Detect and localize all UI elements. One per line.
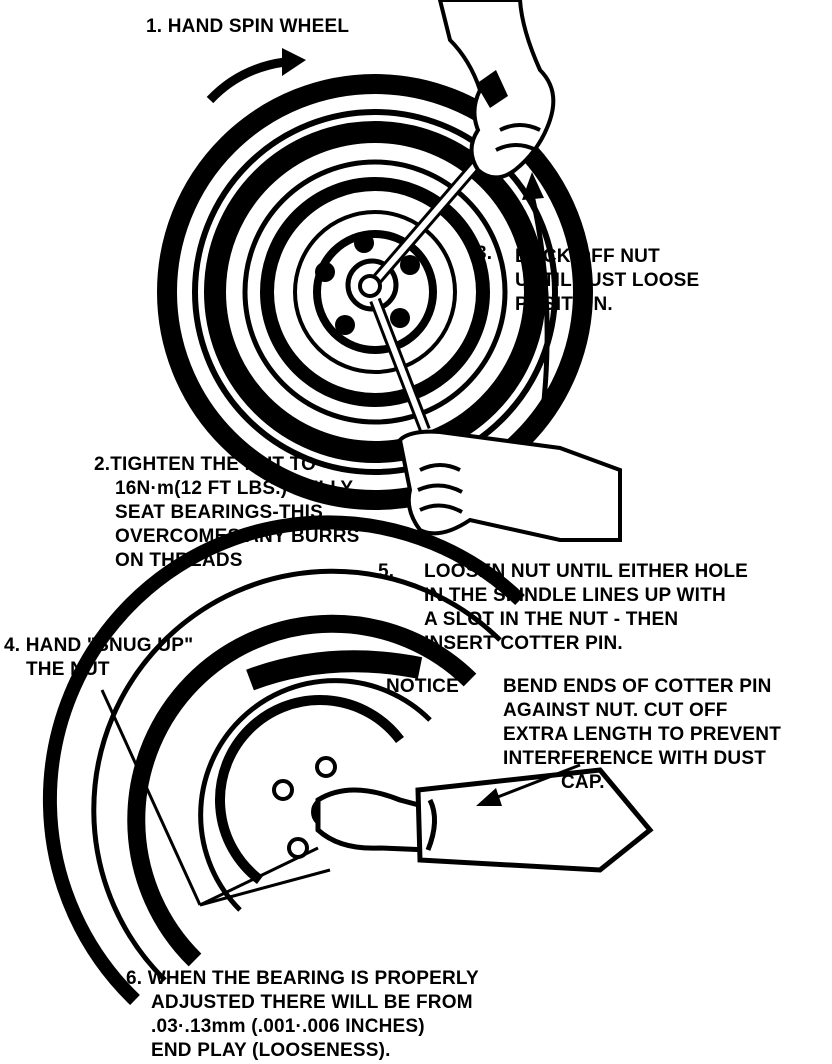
top-lug-nuts — [315, 233, 420, 335]
step-5-number: 5. — [378, 560, 394, 584]
step-5-line: INSERT COTTER PIN. — [424, 633, 623, 654]
bottom-hand-with-tool — [315, 767, 654, 873]
step-5-label: LOOSEN NUT UNTIL EITHER HOLE IN THE SPIN… — [424, 560, 748, 656]
bottom-wheel — [42, 515, 525, 1006]
notice-heading: NOTICE — [386, 676, 459, 697]
step-4-label: 4. HAND "SNUG UP" THE NUT — [4, 634, 193, 682]
notice-line: EXTRA LENGTH TO PREVENT — [503, 724, 782, 745]
notice-line: CAP. — [561, 772, 605, 793]
step-3-num: 3. — [476, 243, 493, 264]
step-6-line: 6. WHEN THE BEARING IS PROPERLY — [126, 968, 479, 989]
step-1-text: 1. HAND SPIN WHEEL — [146, 16, 350, 37]
lower-hand — [397, 429, 622, 542]
top-wrench — [358, 156, 485, 433]
step-5-num: 5. — [378, 561, 395, 582]
step-3-label: BACK OFF NUT UNTIL JUST LOOSE POSITION. — [515, 245, 699, 317]
step-5-line: A SLOT IN THE NUT - THEN — [424, 609, 679, 630]
top-wheel — [157, 74, 593, 510]
notice-label: NOTICE — [386, 675, 459, 699]
step-2-line: 16N·m(12 FT LBS.) FULLY — [115, 478, 354, 499]
step-5-line: IN THE SPINDLE LINES UP WITH — [424, 585, 726, 606]
notice-line: BEND ENDS OF COTTER PIN — [503, 676, 772, 697]
notice-line: INTERFERENCE WITH DUST — [503, 748, 767, 769]
step-1-label: 1. HAND SPIN WHEEL — [146, 15, 349, 39]
spin-arrow-icon — [206, 48, 306, 104]
loosen-arrow-icon — [522, 172, 550, 421]
step-6-label: 6. WHEN THE BEARING IS PROPERLY ADJUSTED… — [126, 967, 479, 1063]
step-2-line: 2.TIGHTEN THE NUT TO — [94, 454, 317, 475]
step-3-line: POSITION. — [515, 294, 613, 315]
step-6-line: .03·.13mm (.001·.006 INCHES) — [151, 1016, 425, 1037]
notice-arrow-icon — [476, 763, 581, 806]
upper-hand — [437, 0, 556, 180]
step-2-line: OVERCOMES ANY BURRS — [115, 526, 360, 547]
step-3-line: UNTIL JUST LOOSE — [515, 270, 700, 291]
step-6-line: ADJUSTED THERE WILL BE FROM — [151, 992, 473, 1013]
step-2-line: SEAT BEARINGS-THIS — [115, 502, 324, 523]
notice-text: BEND ENDS OF COTTER PIN AGAINST NUT. CUT… — [503, 675, 781, 795]
step-5-line: LOOSEN NUT UNTIL EITHER HOLE — [424, 561, 749, 582]
notice-line: AGAINST NUT. CUT OFF — [503, 700, 728, 721]
step-2-label: 2.TIGHTEN THE NUT TO 16N·m(12 FT LBS.) F… — [94, 453, 360, 573]
step-6-line: END PLAY (LOOSENESS). — [151, 1040, 391, 1061]
step-2-line: ON THREADS — [115, 550, 243, 571]
step-4-line: THE NUT — [26, 659, 110, 680]
step-3-number: 3. — [476, 242, 492, 266]
step-3-line: BACK OFF NUT — [515, 246, 660, 267]
snug-up-leader-lines — [100, 689, 331, 907]
step-4-line: 4. HAND "SNUG UP" — [4, 635, 194, 656]
